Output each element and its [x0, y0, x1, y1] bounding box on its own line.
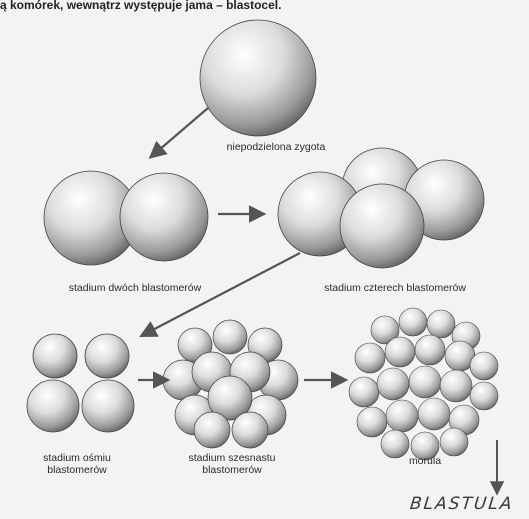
zygote-cell	[200, 20, 316, 136]
sixteen-cell-stage	[163, 320, 298, 448]
label-zygote: niepodzielona zygota	[196, 141, 356, 153]
label-sixteen-cell: stadium szesnastu blastomerów	[172, 452, 292, 476]
eight-cell-stage	[27, 334, 134, 432]
label-two-cell: stadium dwóch blastomerów	[50, 282, 220, 294]
morula-stage	[349, 308, 498, 460]
label-eight-cell-line1: stadium ośmiu	[22, 452, 132, 464]
label-eight-cell-line2: blastomerów	[22, 464, 132, 476]
label-four-cell: stadium czterech blastomerów	[300, 282, 490, 294]
two-cell-stage	[44, 171, 208, 265]
handwritten-blastula: BLASTULA	[409, 494, 515, 514]
label-sixteen-cell-line2: blastomerów	[172, 464, 292, 476]
label-eight-cell: stadium ośmiu blastomerów	[22, 452, 132, 476]
four-cell-stage	[278, 148, 484, 268]
label-morula: morula	[385, 455, 465, 467]
label-sixteen-cell-line1: stadium szesnastu	[172, 452, 292, 464]
